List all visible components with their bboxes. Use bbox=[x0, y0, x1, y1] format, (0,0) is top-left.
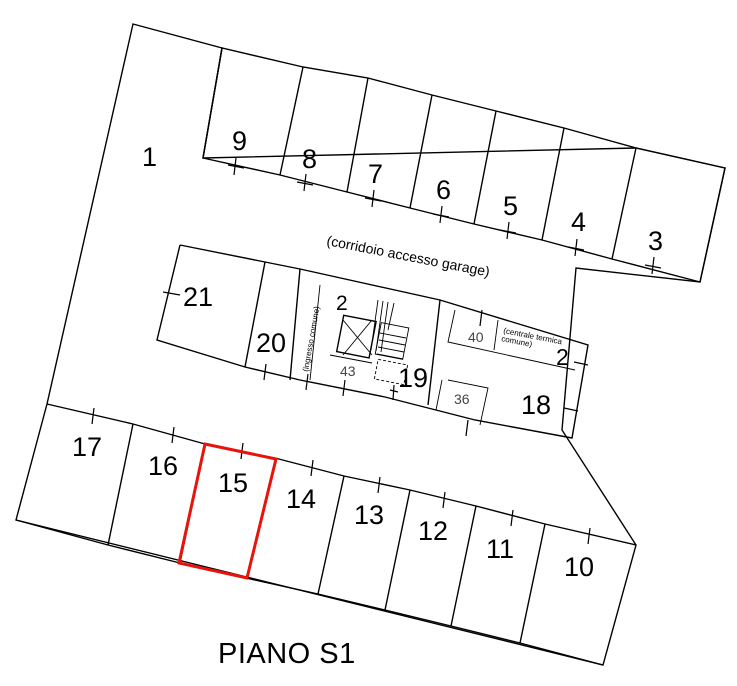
stair-label: (ingresso comune) bbox=[301, 305, 321, 372]
floor-title: PIANO S1 bbox=[218, 638, 356, 670]
unit-9-label: 9 bbox=[232, 126, 247, 156]
top-garage-row bbox=[202, 47, 726, 283]
cell-40-label: 40 bbox=[468, 329, 484, 345]
cell-43-label: 43 bbox=[340, 363, 356, 379]
unit-19-label: 19 bbox=[398, 363, 428, 393]
unit-13-label: 13 bbox=[354, 500, 384, 530]
unit-ticks bbox=[91, 157, 662, 545]
central-block bbox=[156, 244, 589, 439]
unit-6-label: 6 bbox=[436, 175, 451, 205]
unit-5-label: 5 bbox=[503, 191, 518, 221]
unit-numbers: 1 9 8 7 6 5 4 3 21 20 19 18 2 2 17 16 15… bbox=[72, 126, 663, 582]
unit-4-label: 4 bbox=[571, 207, 586, 237]
unit-2b-label: 2 bbox=[556, 344, 569, 370]
unit-2a-label: 2 bbox=[336, 292, 348, 315]
highlighted-unit-15[interactable] bbox=[177, 442, 278, 580]
unit-12-label: 12 bbox=[418, 516, 448, 546]
unit-15-label: 15 bbox=[218, 468, 248, 498]
unit-8-label: 8 bbox=[302, 144, 317, 174]
unit-17-label: 17 bbox=[72, 432, 102, 462]
unit-16-label: 16 bbox=[148, 451, 178, 481]
bottom-garage-row bbox=[15, 403, 637, 666]
unit-1-label: 1 bbox=[142, 142, 157, 172]
unit-18-label: 18 bbox=[521, 390, 551, 420]
building-outline bbox=[15, 23, 726, 666]
cell-36-label: 36 bbox=[454, 391, 470, 407]
unit-3-label: 3 bbox=[648, 226, 663, 256]
unit-7-label: 7 bbox=[368, 159, 383, 189]
unit-21-label: 21 bbox=[183, 282, 213, 312]
unit-11-label: 11 bbox=[486, 534, 514, 564]
unit-20-label: 20 bbox=[256, 328, 286, 358]
unit-10-label: 10 bbox=[564, 552, 594, 582]
corridor-label: (corridoio accesso garage) bbox=[325, 232, 491, 279]
unit-14-label: 14 bbox=[286, 484, 316, 514]
